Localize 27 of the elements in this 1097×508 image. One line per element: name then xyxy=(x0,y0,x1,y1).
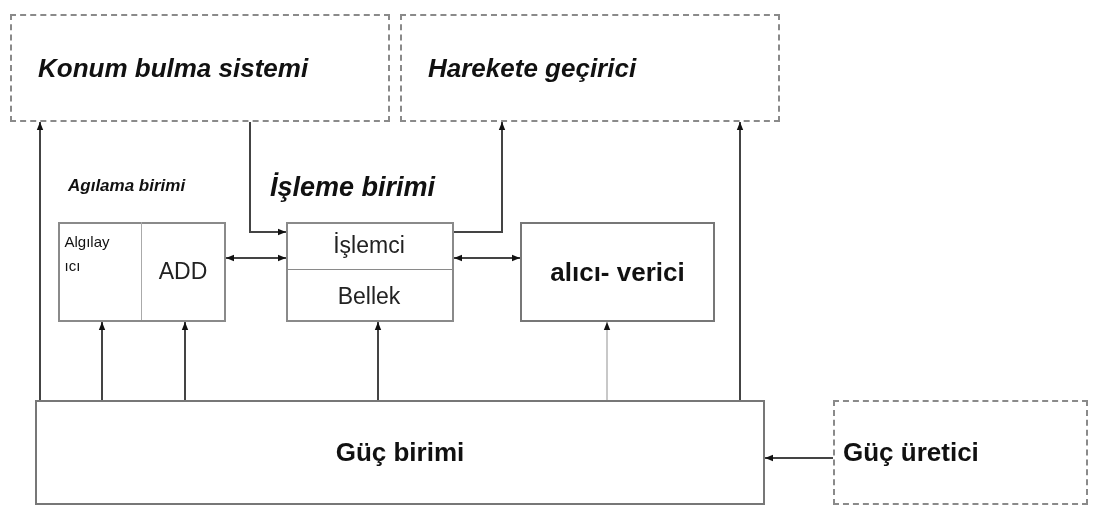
arrow xyxy=(374,321,382,401)
block-box xyxy=(35,400,765,505)
box-label: Konum bulma sistemi xyxy=(38,52,309,84)
arrow xyxy=(225,254,287,262)
arrow xyxy=(249,121,287,236)
arrow xyxy=(764,454,834,462)
arrow xyxy=(736,121,744,401)
dashed-box xyxy=(400,14,780,122)
box-label: Güç birimi xyxy=(335,437,465,468)
block-box xyxy=(520,222,715,322)
dashed-box xyxy=(833,400,1088,505)
box-label: İşlemci xyxy=(333,232,405,259)
box-label: Bellek xyxy=(337,282,401,310)
box-label: alıcı- verici xyxy=(550,256,685,288)
arrow xyxy=(181,321,189,401)
unit-heading: İşleme birimi xyxy=(270,172,436,203)
arrow xyxy=(36,121,44,401)
arrow xyxy=(603,321,611,401)
dashed-box xyxy=(10,14,390,122)
box-label: Algılay ıcı xyxy=(64,232,111,276)
box-label: ADD xyxy=(158,257,208,285)
box-label: Harekete geçirici xyxy=(428,52,637,84)
unit-heading: Agılama birimi xyxy=(68,176,186,196)
arrow xyxy=(453,254,521,262)
box-label: Güç üretici xyxy=(843,437,979,468)
arrow xyxy=(98,321,106,401)
arrow xyxy=(453,121,506,233)
